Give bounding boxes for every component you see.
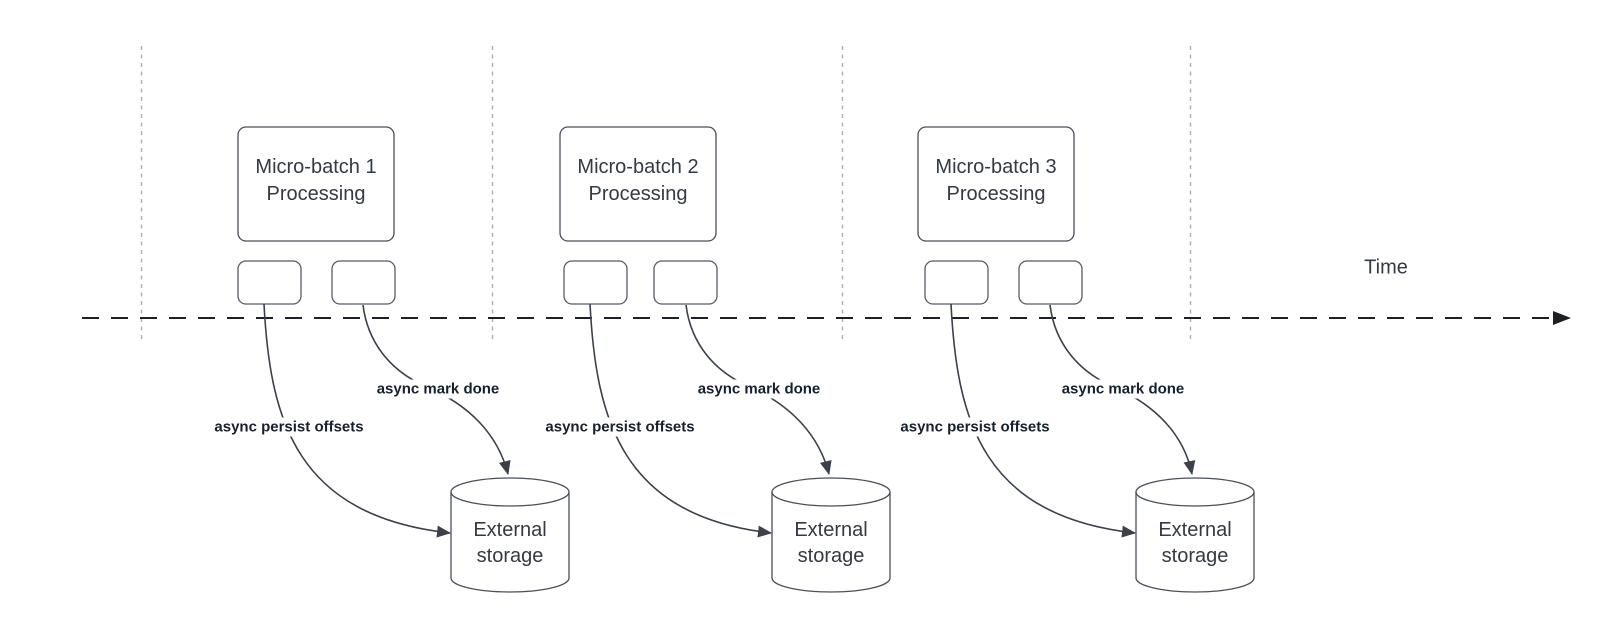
batch-3-persist-offsets-connector — [950, 303, 1136, 538]
batch-section-3 — [917, 126, 1255, 593]
batch-1-storage-cylinder — [450, 477, 570, 593]
batch-1-storage-label: External storage — [473, 517, 546, 569]
batch-3-storage-cylinder — [1135, 477, 1255, 593]
batch-2-persist-offsets-label: async persist offsets — [542, 417, 698, 437]
batch-section-2 — [559, 126, 891, 593]
batch-2-storage-line1: External — [794, 519, 868, 541]
batch-3-storage-label: External storage — [1158, 517, 1231, 569]
batch-3-storage-line1: External — [1158, 519, 1232, 541]
batch-1-storage-cylinder-rim — [450, 491, 570, 507]
batch-2-title-line2: Processing — [588, 183, 688, 205]
batch-2-storage-cylinder — [771, 477, 891, 593]
batch-3-mark-done-label: async mark done — [1058, 379, 1188, 399]
batch-2-offset-task-chip — [563, 260, 628, 305]
batch-2-storage-label: External storage — [794, 517, 867, 569]
batch-2-mark-done-label: async mark done — [694, 379, 824, 399]
batch-3-title: Micro-batch 3 Processing — [935, 154, 1056, 208]
batch-3-title-line1: Micro-batch 3 — [935, 156, 1057, 178]
batch-2-storage-cylinder-rim — [771, 491, 891, 507]
batch-2-persist-offsets-connector — [589, 303, 772, 538]
batch-1-done-task-chip — [331, 260, 396, 305]
time-axis-label: Time — [1364, 256, 1408, 279]
batch-1-persist-offsets-connector — [263, 303, 451, 538]
batch-2-done-task-chip — [653, 260, 718, 305]
batch-1-storage-line2: storage — [476, 545, 544, 567]
batch-2-title: Micro-batch 2 Processing — [577, 154, 698, 208]
batch-1-title-line1: Micro-batch 1 — [255, 156, 377, 178]
batch-section-1 — [237, 126, 570, 593]
batch-1-mark-done-label: async mark done — [373, 379, 503, 399]
batch-3-title-line2: Processing — [946, 183, 1046, 205]
batch-3-offset-task-chip — [924, 260, 989, 305]
batch-3-processing-box — [917, 126, 1075, 242]
batch-1-persist-offsets-label: async persist offsets — [211, 417, 367, 437]
batch-3-storage-cylinder-rim — [1135, 491, 1255, 507]
batch-2-title-line1: Micro-batch 2 — [577, 156, 699, 178]
batch-2-storage-line2: storage — [797, 545, 865, 567]
batch-1-title: Micro-batch 1 Processing — [255, 154, 376, 208]
batch-2-processing-box — [559, 126, 717, 242]
batch-3-persist-offsets-label: async persist offsets — [897, 417, 1053, 437]
batch-1-storage-line1: External — [473, 519, 547, 541]
batch-1-offset-task-chip — [237, 260, 302, 305]
lane-dividers — [140, 46, 1192, 340]
batch-1-title-line2: Processing — [266, 183, 366, 205]
batch-3-done-task-chip — [1018, 260, 1083, 305]
batch-1-processing-box — [237, 126, 395, 242]
batch-3-storage-line2: storage — [1161, 545, 1229, 567]
